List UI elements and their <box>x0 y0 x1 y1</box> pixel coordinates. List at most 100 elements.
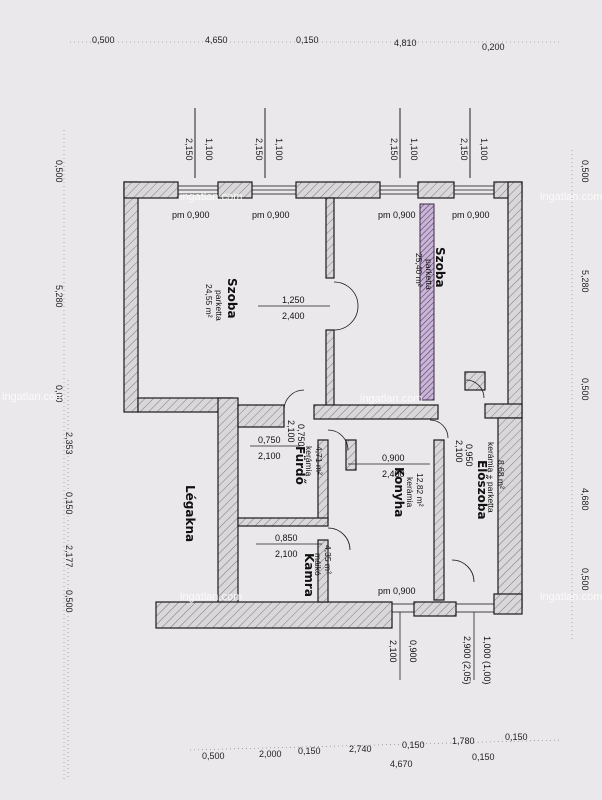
room-legakna: Légakna <box>183 485 197 542</box>
room-area: 8,68 m² <box>496 460 506 489</box>
room-area: 12,82 m² <box>415 473 425 507</box>
top-dim-5: 0,200 <box>482 42 505 52</box>
room-szoba-2: Szoba parketta 25,40 m² <box>414 247 447 290</box>
top-dim-3: 0,150 <box>296 35 319 45</box>
bottom-dim-8: 4,670 <box>390 759 413 769</box>
glass-partition <box>419 203 435 401</box>
room-area: 24,55 m² <box>204 284 214 318</box>
room-floor: parketta <box>424 259 434 290</box>
opening-kamra-b: 2,100 <box>275 549 298 559</box>
watermark-2: ingatlan.com <box>540 191 602 203</box>
room-floor: kerámia <box>304 446 314 477</box>
mid-dim-4: 0,500 <box>64 590 74 613</box>
right-dim-1: 0,500 <box>580 160 590 183</box>
bottom-dimension-line: 0,500 2,000 0,150 2,740 0,150 1,780 0,15… <box>189 732 561 769</box>
window-dim-1b: 2,150 <box>184 138 194 161</box>
right-dim-5: 0,500 <box>580 568 590 591</box>
room-konyha: Konyha kerámia 12,82 m² <box>392 467 425 517</box>
opening-win1-b: 2,100 <box>388 640 398 663</box>
walls <box>123 181 523 629</box>
opening-konyha-b: 2,400 <box>382 469 405 479</box>
window-dim-4a: 1,100 <box>479 138 489 161</box>
bottom-dim-6: 1,780 <box>452 736 475 746</box>
room-name: Konyha <box>392 467 406 517</box>
top-dim-2: 4,650 <box>205 35 228 45</box>
room-eloszoba: Előszoba kerámia + parketta 8,68 m² <box>475 442 506 520</box>
room-name: Légakna <box>183 485 197 542</box>
mid-dim-2: 0,150 <box>64 492 74 515</box>
left-dim-3: 0,00 <box>54 385 64 403</box>
room-floor: kerámia + parketta <box>486 442 496 513</box>
watermark-6: ingatlan.com <box>540 591 602 603</box>
left-dim-1: 0,500 <box>54 160 64 183</box>
room-floor: kerámia <box>405 477 415 508</box>
top-dim-4: 4,810 <box>394 38 417 48</box>
room-name: Fürdő <box>293 446 307 485</box>
top-dimension-line: 0,500 4,650 0,150 4,810 0,200 <box>70 35 560 52</box>
windows-top <box>177 185 495 195</box>
mid-dim-1: 2,353 <box>64 432 74 455</box>
bottom-dim-7: 0,150 <box>505 732 528 742</box>
room-name: Szoba <box>225 278 239 319</box>
watermark-5: ingatlan.com <box>180 591 242 603</box>
watermark-1: ingatlan.com <box>180 191 242 203</box>
pm-label-4: pm 0,900 <box>452 210 490 220</box>
pm-label-5: pm 0,900 <box>378 586 416 596</box>
opening-eloszoba-b: 2,100 <box>454 440 464 463</box>
window-dimension-ticks: 1,100 2,150 1,100 2,150 1,100 2,150 1,10… <box>184 108 489 178</box>
opening-eloszoba-a: 0,950 <box>464 444 474 467</box>
window-dim-3a: 1,100 <box>409 138 419 161</box>
opening-win1-a: 0,900 <box>408 640 418 663</box>
room-furdo: Fürdő kerámia 4,71 m² <box>293 446 324 485</box>
bottom-dim-4: 2,740 <box>349 744 372 754</box>
room-area: 4,71 m² <box>314 446 324 475</box>
window-dim-2b: 2,150 <box>254 138 264 161</box>
pm-label-3: pm 0,900 <box>378 210 416 220</box>
room-area: 25,40 m² <box>414 253 424 287</box>
bottom-dim-1: 0,500 <box>202 751 225 761</box>
right-dimension-line: 0,500 5,280 0,500 4,680 0,500 <box>571 150 590 640</box>
watermark-4: ingatlan.com <box>2 391 64 403</box>
opening-furdo-side-a: 0,750 <box>296 424 306 447</box>
left-dim-2: 5,280 <box>54 285 64 308</box>
room-szoba-1: Szoba parketta 24,55 m² <box>204 278 239 321</box>
opening-win2-b: 2,900 (2,05) <box>462 636 472 685</box>
opening-furdo-a: 0,750 <box>258 435 281 445</box>
room-name: Kamra <box>302 553 316 597</box>
opening-szobak-a: 1,250 <box>282 295 305 305</box>
right-dim-4: 4,680 <box>580 488 590 511</box>
pm-label-2: pm 0,900 <box>252 210 290 220</box>
window-dim-4b: 2,150 <box>459 138 469 161</box>
windows-bottom <box>391 603 495 613</box>
room-floor: máikó <box>313 553 323 576</box>
bottom-dim-3: 0,150 <box>298 746 321 756</box>
room-kamra: Kamra máikó 4,35 m² <box>302 545 333 597</box>
bottom-dim-2: 2,000 <box>259 749 282 759</box>
window-dim-2a: 1,100 <box>274 138 284 161</box>
opening-furdo-b: 2,100 <box>258 451 281 461</box>
opening-szobak-b: 2,400 <box>282 311 305 321</box>
room-area: 4,35 m² <box>323 545 333 574</box>
right-dim-2: 5,280 <box>580 270 590 293</box>
mid-dim-3: 2,177 <box>64 545 74 568</box>
watermark-3: ingatlan.com <box>360 393 422 405</box>
door-swings <box>283 281 485 583</box>
bottom-dim-5: 0,150 <box>402 740 425 750</box>
window-dim-3b: 2,150 <box>389 138 399 161</box>
middle-dimension-line: 2,353 0,150 2,177 0,500 <box>64 380 74 780</box>
room-name: Szoba <box>433 247 447 288</box>
bottom-dim-9: 0,150 <box>472 752 495 762</box>
top-dim-1: 0,500 <box>92 35 115 45</box>
pm-label-1: pm 0,900 <box>172 210 210 220</box>
right-dim-3: 0,500 <box>580 378 590 401</box>
room-name: Előszoba <box>475 460 489 520</box>
opening-win2-a: 1,000 (1,00) <box>482 636 492 685</box>
window-dim-1a: 1,100 <box>204 138 214 161</box>
opening-konyha-a: 0,900 <box>382 453 405 463</box>
opening-kamra-a: 0,850 <box>275 533 298 543</box>
opening-labels: 1,250 2,400 0,750 2,100 0,750 2,100 0,90… <box>250 295 492 685</box>
left-dimension-line: 0,500 5,280 0,00 <box>54 130 65 780</box>
opening-furdo-side-b: 2,100 <box>286 420 296 443</box>
watermarks: ingatlan.com ingatlan.com ingatlan.com i… <box>2 191 602 603</box>
